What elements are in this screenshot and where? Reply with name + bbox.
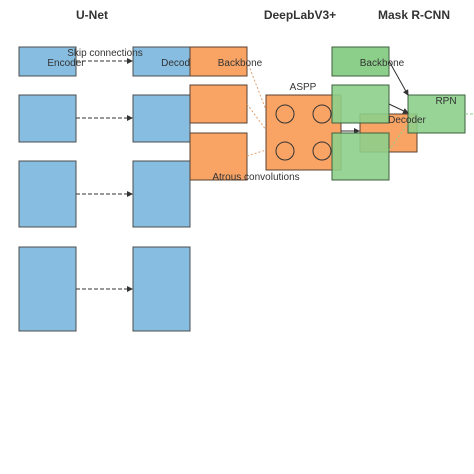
maskrcnn-backbone-block-1 bbox=[331, 46, 390, 77]
maskrcnn-backbone-block-2 bbox=[331, 84, 390, 124]
deeplab-atrous-label: Atrous convolutions bbox=[212, 172, 299, 183]
deeplab-aspp-rate-3 bbox=[275, 141, 295, 161]
deeplab-aspp-label: ASPP bbox=[290, 82, 317, 93]
unet-decoder-block-2 bbox=[132, 94, 191, 143]
maskrcnn-rpn-block bbox=[407, 94, 466, 134]
unet-encoder-block-2 bbox=[18, 94, 77, 143]
deeplab-aspp-block bbox=[265, 94, 342, 171]
deeplab-backbone-link-1 bbox=[246, 60, 267, 111]
deeplab-aspp-rate-4 bbox=[312, 141, 332, 161]
maskrcnn-group: Mask R-CNN Backbone RPN Decoder bbox=[331, 8, 474, 181]
deeplab-backbone-block-1 bbox=[189, 46, 248, 77]
deeplab-aspp-rate-2 bbox=[312, 104, 332, 124]
unet-encoder-block-4 bbox=[18, 246, 77, 332]
deeplab-backbone-link-2 bbox=[246, 103, 267, 131]
unet-encoder-label: Encoder bbox=[47, 58, 85, 69]
deeplab-backbone-block-3 bbox=[189, 132, 248, 181]
deeplab-aspp-rate-1 bbox=[275, 104, 295, 124]
maskrcnn-backbone-block-3 bbox=[331, 132, 390, 181]
maskrcnn-backbone-arrow-2 bbox=[388, 103, 409, 114]
deeplab-decoder-label: Decoder bbox=[388, 115, 426, 126]
unet-decoder-label: Decoder bbox=[161, 58, 199, 69]
unet-decoder-block-1 bbox=[132, 46, 191, 77]
maskrcnn-backbone-arrow-1 bbox=[388, 60, 409, 96]
unet-encoder-block-1 bbox=[18, 46, 77, 77]
deeplab-backbone-block-2 bbox=[189, 84, 248, 124]
unet-title: U-Net bbox=[76, 8, 108, 22]
maskrcnn-backbone-label: Backbone bbox=[360, 58, 405, 69]
unet-skip-label: Skip connections bbox=[67, 48, 143, 59]
unet-decoder-block-4 bbox=[132, 246, 191, 332]
maskrcnn-title: Mask R-CNN bbox=[378, 8, 450, 22]
maskrcnn-backbone-link-3 bbox=[388, 123, 409, 151]
unet-encoder-block-3 bbox=[18, 160, 77, 228]
deeplab-backbone-label: Backbone bbox=[218, 58, 263, 69]
unet-group: U-Net Skip connections Encoder Decoder bbox=[18, 8, 200, 332]
deeplab-backbone-link-3 bbox=[246, 149, 267, 157]
deeplab-title: DeepLabV3+ bbox=[264, 8, 336, 22]
maskrcnn-rpn-label: RPN bbox=[435, 96, 456, 107]
unet-decoder-block-3 bbox=[132, 160, 191, 228]
